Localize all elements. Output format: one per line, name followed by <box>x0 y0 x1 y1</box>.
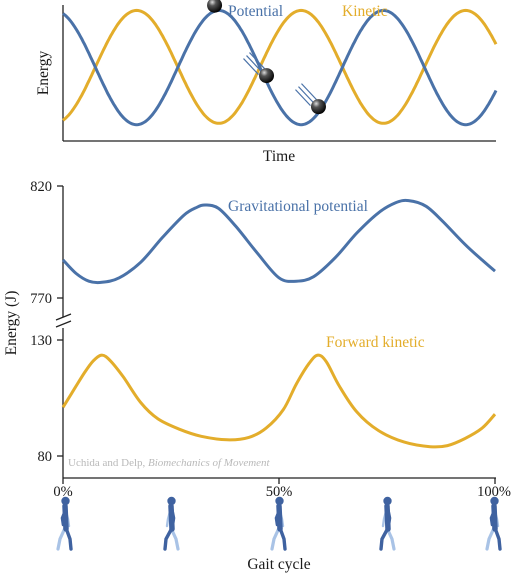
walker-far-leg <box>485 526 496 551</box>
rolling-balls <box>207 0 326 115</box>
walker-3 <box>379 496 396 551</box>
walker-near-arm <box>170 506 176 527</box>
ball-0 <box>207 0 223 13</box>
walker-head <box>383 496 392 506</box>
forward-kinetic-label: Forward kinetic <box>326 334 425 351</box>
motion-streak-1-2 <box>249 52 265 69</box>
x-tick-label-0: 0% <box>53 484 72 500</box>
forward-kinetic-line <box>61 353 497 449</box>
walker-head <box>490 496 499 506</box>
axis-break-mark <box>55 313 72 328</box>
motion-streak-2-1 <box>298 86 314 104</box>
walker-head <box>61 496 70 506</box>
walker-far-leg <box>56 526 67 551</box>
credit-text: Uchida and Delp, Biomechanics of Movemen… <box>68 457 271 469</box>
walker-near-arm <box>60 506 68 527</box>
top-legend-kinetic: Kinetic <box>342 3 388 20</box>
bottom-y-label: Energy (J) <box>3 291 20 356</box>
ball-1 <box>259 68 275 84</box>
credit-book-title: Biomechanics of Movement <box>148 457 271 469</box>
ball-2 <box>310 99 326 115</box>
walker-near-arm <box>386 506 392 527</box>
credit-authors: Uchida and Delp, <box>68 457 148 469</box>
motion-streak-2-2 <box>301 83 317 101</box>
bottom-chart: 820 770 130 80 0% 50% 100% Energy (J) Ga… <box>3 179 511 573</box>
motion-streak-1-0 <box>243 58 259 75</box>
top-x-label: Time <box>263 148 295 165</box>
walker-near-arm <box>274 506 282 527</box>
walker-2 <box>270 496 287 551</box>
top-legend-potential: Potential <box>228 3 283 20</box>
walker-near-arm <box>489 506 497 527</box>
y-tick-label-770: 770 <box>30 291 52 307</box>
walker-near-leg <box>163 526 174 551</box>
walker-near-leg <box>64 526 73 551</box>
motion-streak-1-1 <box>246 55 262 72</box>
gravitational-potential-line <box>61 198 496 285</box>
walker-head <box>167 496 176 506</box>
walker-row <box>56 496 502 551</box>
walker-near-leg <box>278 526 287 551</box>
top-chart: Potential Kinetic Time Energy <box>35 0 498 165</box>
y-tick-label-130: 130 <box>30 333 52 349</box>
top-potential-line <box>62 8 498 127</box>
walker-head <box>275 496 284 506</box>
y-tick-label-820: 820 <box>30 179 52 195</box>
walker-0 <box>56 496 73 551</box>
walker-4 <box>485 496 502 551</box>
walker-far-leg <box>270 526 281 551</box>
walker-near-leg <box>379 526 390 551</box>
top-y-label: Energy <box>35 51 52 96</box>
walker-1 <box>163 496 180 551</box>
walker-near-leg <box>493 526 502 551</box>
bottom-x-label: Gait cycle <box>247 556 310 573</box>
x-tick-label-50: 50% <box>266 484 293 500</box>
gravitational-potential-label: Gravitational potential <box>228 198 368 215</box>
motion-streaks <box>243 52 317 107</box>
motion-streak-2-0 <box>295 89 311 107</box>
y-tick-label-80: 80 <box>38 449 53 465</box>
x-tick-label-100: 100% <box>477 484 511 500</box>
